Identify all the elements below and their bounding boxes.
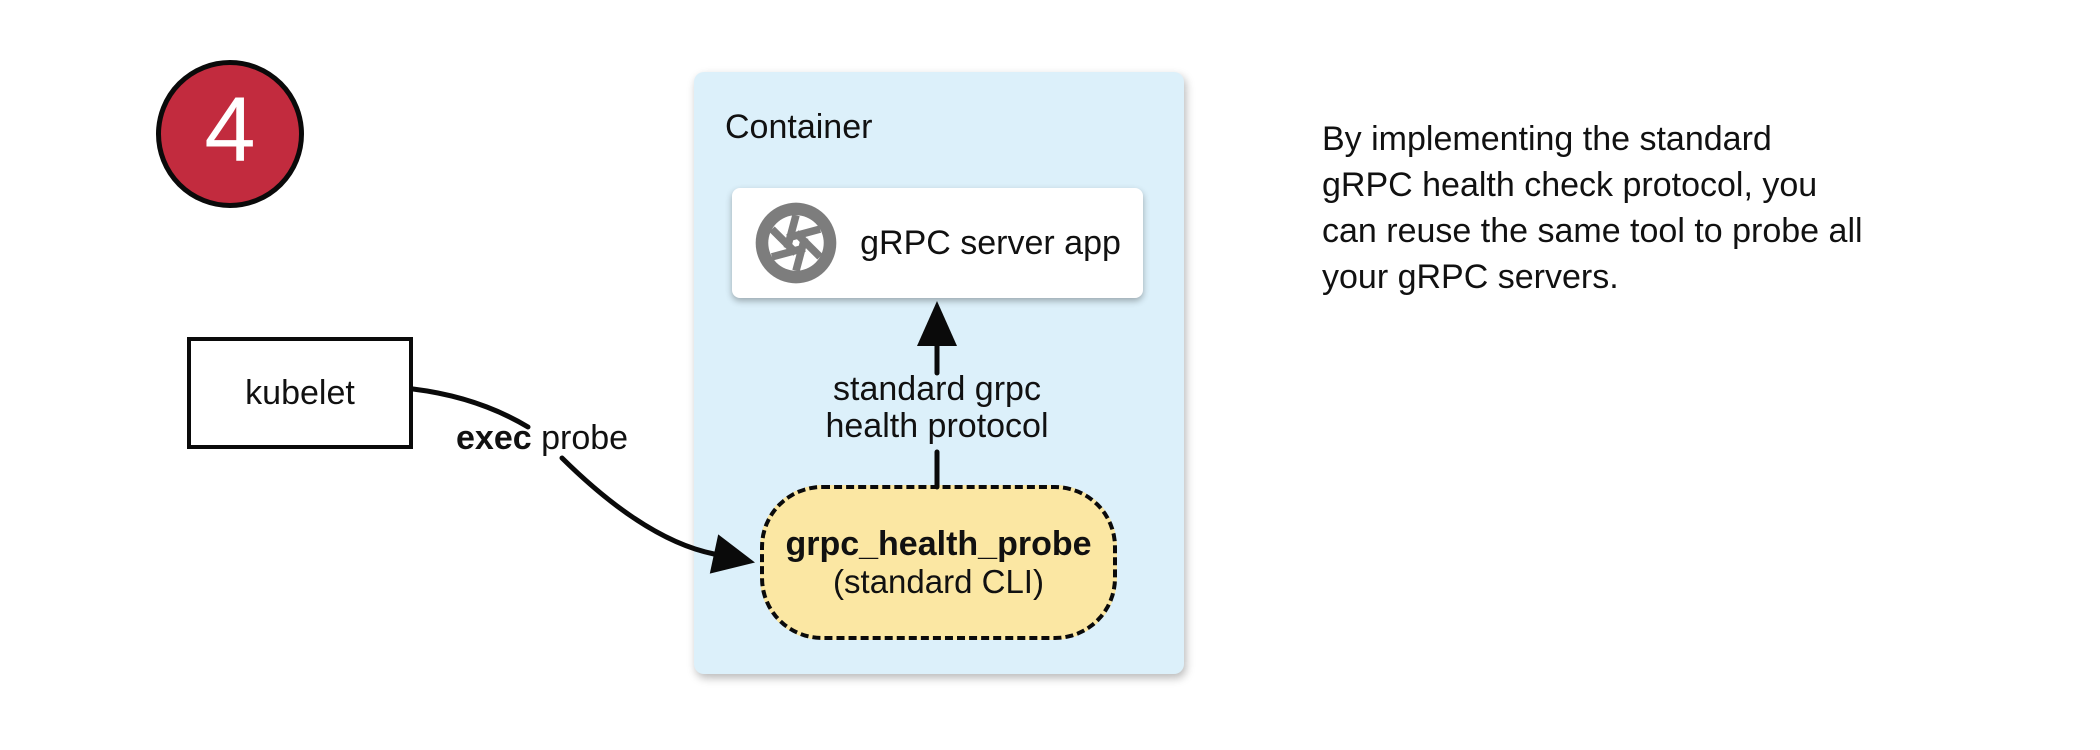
note-line: By implementing the standard	[1322, 120, 1772, 158]
exec-probe-arrow	[410, 386, 717, 557]
kubelet-label: kubelet	[245, 373, 355, 412]
aperture-icon	[755, 202, 837, 284]
kubelet-node: kubelet	[187, 337, 413, 449]
grpc-health-probe-subtitle: (standard CLI)	[833, 562, 1044, 600]
container-title: Container	[725, 108, 873, 146]
exec-probe-label-bold: exec	[456, 419, 532, 457]
protocol-arrow-label: standard grpc health protocol	[787, 371, 1087, 445]
protocol-label-line1: standard grpc	[833, 370, 1041, 408]
grpc-server-app-node: gRPC server app	[732, 188, 1143, 298]
note-line: your gRPC servers.	[1322, 258, 1619, 296]
grpc-health-probe-node: grpc_health_probe (standard CLI)	[760, 485, 1117, 640]
note-line: gRPC health check protocol, you	[1322, 166, 1818, 204]
step-number: 4	[204, 79, 256, 181]
exec-probe-label-rest: probe	[531, 419, 629, 457]
step-badge: 4	[156, 60, 304, 208]
note-line: can reuse the same tool to probe all	[1322, 212, 1863, 250]
exec-probe-label: exec probe	[456, 419, 628, 458]
protocol-label-line2: health protocol	[825, 407, 1049, 445]
grpc-server-app-label: gRPC server app	[860, 223, 1121, 262]
grpc-health-probe-title: grpc_health_probe	[785, 524, 1092, 563]
note-paragraph: By implementing the standard gRPC health…	[1322, 116, 1863, 300]
